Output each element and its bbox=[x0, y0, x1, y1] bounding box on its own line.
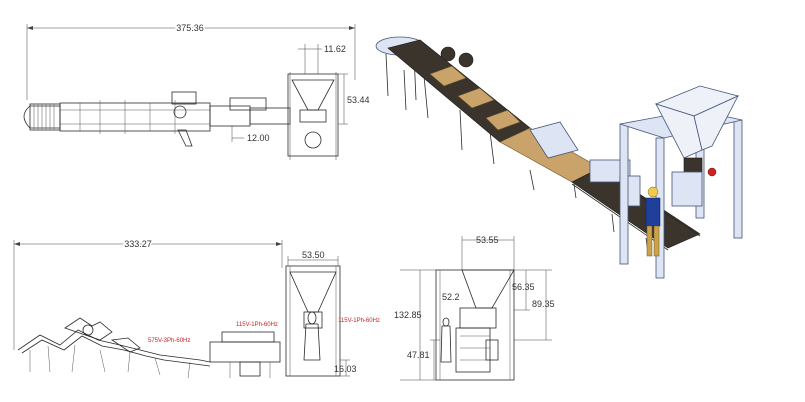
drive-assembly bbox=[64, 317, 113, 341]
arrowhead bbox=[27, 26, 33, 30]
incline-conveyor-profile bbox=[17, 329, 211, 363]
drive-motor bbox=[173, 105, 187, 119]
side-view: 333.27 53.50 16.03 575V- bbox=[13, 238, 380, 379]
feed-belt-section bbox=[29, 103, 61, 131]
hopper-face-right bbox=[693, 95, 739, 151]
incline-belt bbox=[387, 39, 531, 143]
dim-side-base-height: 16.03 bbox=[334, 364, 357, 374]
operator-head bbox=[647, 186, 659, 198]
dim-top-length: 375.36 bbox=[176, 23, 204, 33]
motor-box bbox=[229, 97, 267, 111]
dim-end-total-height: 132.85 bbox=[394, 310, 422, 320]
dim-end-top-width: 53.55 bbox=[476, 235, 499, 245]
dim-end-lower-height: 47.81 bbox=[407, 350, 430, 360]
hopper-side bbox=[289, 271, 337, 313]
operator-figure bbox=[307, 311, 317, 325]
tail-pulley bbox=[23, 105, 61, 129]
hopper-plan bbox=[291, 79, 335, 111]
arrowhead bbox=[349, 26, 355, 30]
dim-end-upper-height: 89.35 bbox=[532, 299, 555, 309]
filler-head bbox=[683, 157, 703, 173]
operator-figure-end bbox=[442, 317, 450, 327]
bag-filler bbox=[303, 311, 323, 329]
bagging-unit bbox=[209, 341, 281, 363]
bag-clamp bbox=[671, 171, 703, 207]
operator-body bbox=[645, 197, 661, 227]
bagging-conveyor-plan bbox=[249, 107, 291, 125]
power-label-1: 575V-3Ph-60Hz bbox=[148, 338, 190, 344]
red-indicator bbox=[707, 167, 717, 177]
incline-conveyor-plan bbox=[59, 102, 211, 132]
hopper-frame-plan bbox=[287, 73, 339, 157]
end-view: 53.55 52.2 132.85 47.81 56.35 89.35 bbox=[394, 235, 555, 381]
dim-top-stand-width: 11.62 bbox=[324, 44, 346, 54]
belt-plates bbox=[429, 65, 521, 131]
dim-side-length: 333.27 bbox=[124, 239, 152, 249]
hopper-end bbox=[461, 269, 515, 309]
dim-top-hopper-depth: 53.44 bbox=[347, 95, 370, 105]
motor-1 bbox=[440, 46, 456, 62]
support-leg bbox=[177, 129, 193, 147]
tower-leg-front-left bbox=[619, 123, 629, 265]
dim-end-inner-width: 52.2 bbox=[442, 292, 460, 302]
isometric-view bbox=[375, 36, 743, 279]
dim-side-hopper-width: 53.50 bbox=[302, 250, 325, 260]
power-label-2: 115V-1Ph-60Hz bbox=[236, 322, 278, 328]
motor-2 bbox=[458, 52, 474, 68]
dim-end-hopper-height: 56.35 bbox=[512, 282, 535, 292]
top-view: 375.36 12.00 bbox=[23, 22, 370, 160]
hopper-frame-side bbox=[285, 265, 341, 377]
power-label-3: 115V-1Ph-60Hz bbox=[338, 318, 380, 324]
bag-filler-end bbox=[459, 307, 497, 329]
tower-leg-back-right bbox=[733, 119, 743, 239]
transfer-guard bbox=[529, 121, 579, 159]
belt-cleats bbox=[33, 104, 55, 130]
dim-top-offset: 12.00 bbox=[247, 133, 270, 143]
bag-spout bbox=[304, 131, 322, 149]
gearbox bbox=[171, 91, 197, 105]
